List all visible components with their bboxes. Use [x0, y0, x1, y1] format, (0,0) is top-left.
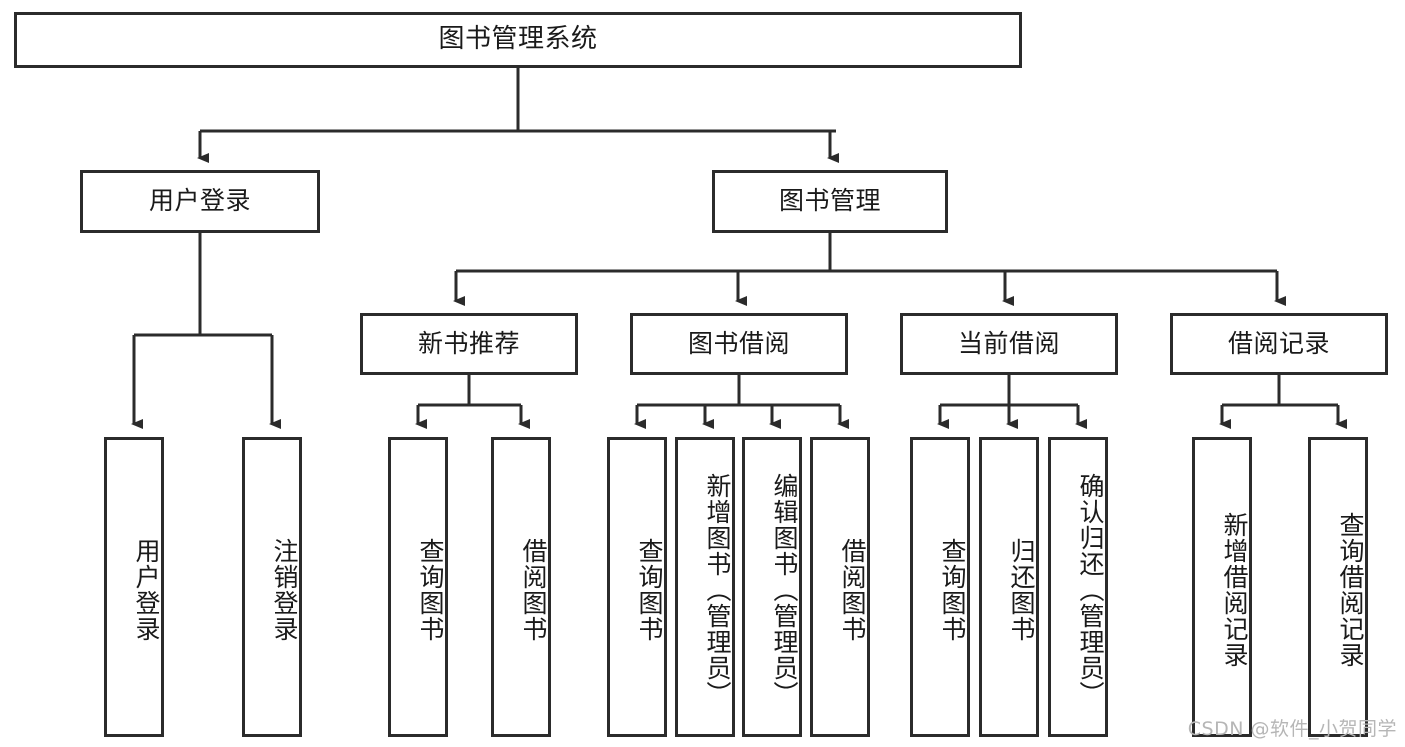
node-label: 借阅记录: [1227, 328, 1330, 358]
node-label: 图书管理系统: [438, 24, 598, 55]
leaf-record-query-record[interactable]: 查询借阅记录: [1308, 437, 1368, 737]
node-label: 用户登录: [132, 538, 161, 642]
leaf-borrow-add-book-admin[interactable]: 新增图书（管理员）: [675, 437, 735, 737]
node-new-book-recommend[interactable]: 新书推荐: [360, 313, 578, 375]
node-label: 注销登录: [270, 538, 299, 642]
node-current-borrow[interactable]: 当前借阅: [900, 313, 1118, 375]
leaf-current-return-book[interactable]: 归还图书: [979, 437, 1039, 737]
node-label: 图书管理: [778, 186, 881, 216]
node-label: 新增图书（管理员）: [703, 473, 732, 707]
node-label: 图书借阅: [687, 328, 790, 358]
leaf-borrow-edit-book-admin[interactable]: 编辑图书（管理员）: [742, 437, 802, 737]
leaf-borrow-borrow-book[interactable]: 借阅图书: [810, 437, 870, 737]
node-root-system[interactable]: 图书管理系统: [14, 12, 1022, 68]
node-label: 用户登录: [148, 186, 251, 216]
node-user-login[interactable]: 用户登录: [80, 170, 320, 233]
node-label: 查询借阅记录: [1336, 512, 1365, 668]
node-label: 编辑图书（管理员）: [770, 473, 799, 707]
leaf-current-confirm-return-admin[interactable]: 确认归还（管理员）: [1048, 437, 1108, 737]
node-label: 借阅图书: [838, 538, 867, 642]
leaf-recommend-query-book[interactable]: 查询图书: [388, 437, 448, 737]
leaf-current-query-book[interactable]: 查询图书: [910, 437, 970, 737]
node-label: 新书推荐: [417, 328, 520, 358]
node-label: 借阅图书: [519, 538, 548, 642]
node-label: 归还图书: [1007, 538, 1036, 642]
node-label: 新增借阅记录: [1220, 512, 1249, 668]
node-label: 确认归还（管理员）: [1076, 473, 1105, 707]
node-label: 当前借阅: [957, 328, 1060, 358]
node-label: 查询图书: [635, 538, 664, 642]
node-borrow-record[interactable]: 借阅记录: [1170, 313, 1388, 375]
leaf-user-login-signout[interactable]: 注销登录: [242, 437, 302, 737]
leaf-user-login-signin[interactable]: 用户登录: [104, 437, 164, 737]
node-book-management[interactable]: 图书管理: [712, 170, 948, 233]
node-book-borrow[interactable]: 图书借阅: [630, 313, 848, 375]
node-label: 查询图书: [416, 538, 445, 642]
csdn-watermark: CSDN @软件_小贺同学: [1187, 718, 1397, 740]
leaf-borrow-query-book[interactable]: 查询图书: [607, 437, 667, 737]
leaf-record-add-record[interactable]: 新增借阅记录: [1192, 437, 1252, 737]
node-label: 查询图书: [938, 538, 967, 642]
leaf-recommend-borrow-book[interactable]: 借阅图书: [491, 437, 551, 737]
